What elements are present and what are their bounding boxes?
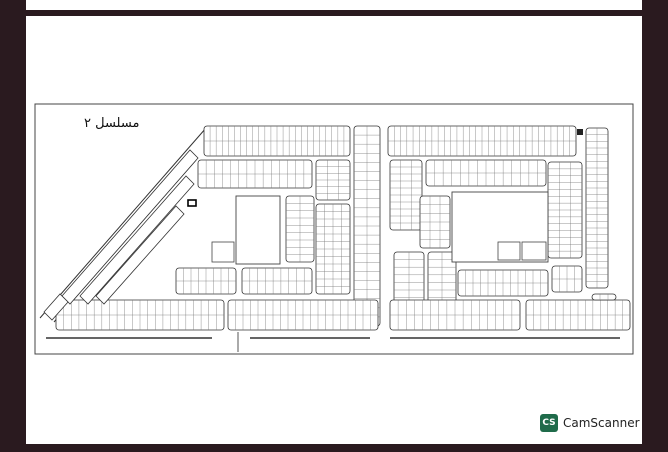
plot-band [79,175,195,305]
plan-frame [34,103,634,355]
plot-band [43,293,69,321]
diagonal-edge [39,127,207,319]
plot-block [591,293,617,301]
top-page-strip [26,0,642,10]
north-marker [577,129,583,135]
camscanner-logo-icon: CS [540,414,558,432]
highlighted-plot [187,199,197,207]
plot-band [95,205,185,305]
open-space [235,195,281,265]
open-space [211,241,235,263]
open-space [521,241,547,261]
camscanner-label: CamScanner [563,416,640,430]
lot-groups [43,125,631,331]
plan-title: مسلسل ٢ [84,116,140,131]
open-space [497,241,521,261]
